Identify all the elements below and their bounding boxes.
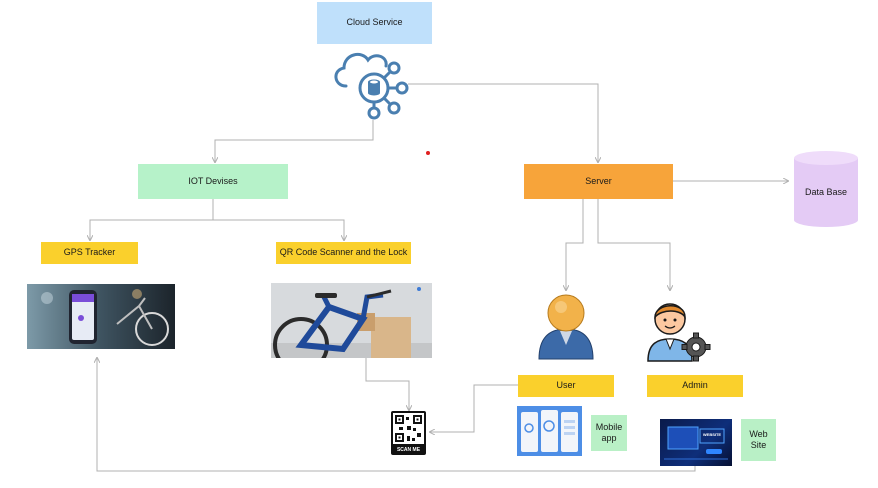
qr-code-scan-me: SCAN ME bbox=[391, 411, 426, 455]
red-dot bbox=[426, 151, 430, 155]
gps-tracker-box[interactable]: GPS Tracker bbox=[41, 242, 138, 264]
edge-web-gps bbox=[97, 358, 696, 472]
server-label: Server bbox=[585, 175, 612, 186]
mobile-app-label: Mobile app bbox=[595, 421, 623, 443]
edge-iot-qr bbox=[213, 219, 344, 240]
web-site-label: Web Site bbox=[749, 428, 768, 450]
iot-devises-box[interactable]: IOT Devises bbox=[138, 164, 288, 199]
database-label: Data Base bbox=[804, 186, 848, 197]
admin-label: Admin bbox=[682, 380, 708, 391]
gps-tracker-label: GPS Tracker bbox=[63, 247, 116, 258]
edge-cloud-server bbox=[408, 83, 598, 162]
mobile-app-screenshot bbox=[517, 406, 582, 456]
server-box[interactable]: Server bbox=[524, 164, 673, 199]
website-banner-text: WEBSITE bbox=[702, 432, 722, 437]
edge-server-admin bbox=[597, 199, 670, 290]
database-cylinder bbox=[794, 151, 858, 227]
database-box[interactable]: Data Base bbox=[792, 170, 860, 215]
cloud-service-label: Cloud Service bbox=[346, 17, 403, 28]
edge-cloud-iot bbox=[215, 120, 374, 162]
web-site-box[interactable]: Web Site bbox=[741, 419, 776, 461]
iot-devises-label: IOT Devises bbox=[188, 175, 238, 186]
cloud-database-icon bbox=[334, 52, 409, 120]
user-box[interactable]: User bbox=[518, 375, 614, 397]
mobile-app-box[interactable]: Mobile app bbox=[591, 415, 627, 451]
qr-lock-label: QR Code Scanner and the Lock bbox=[279, 247, 408, 258]
bike-lock-photo bbox=[271, 283, 432, 358]
admin-box[interactable]: Admin bbox=[647, 375, 743, 397]
admin-avatar-icon bbox=[647, 303, 711, 362]
website-screenshot: WEBSITE bbox=[660, 419, 732, 466]
user-label: User bbox=[556, 380, 576, 391]
qr-lock-box[interactable]: QR Code Scanner and the Lock bbox=[276, 242, 411, 264]
edge-server-user bbox=[566, 199, 584, 290]
edge-iot-gps bbox=[90, 199, 214, 240]
edge-qrimg-scan bbox=[365, 358, 409, 410]
cloud-service-box[interactable]: Cloud Service bbox=[317, 2, 432, 44]
gps-tracker-photo bbox=[27, 284, 175, 349]
scan-me-caption: SCAN ME bbox=[396, 447, 421, 453]
user-avatar-icon bbox=[538, 294, 594, 360]
